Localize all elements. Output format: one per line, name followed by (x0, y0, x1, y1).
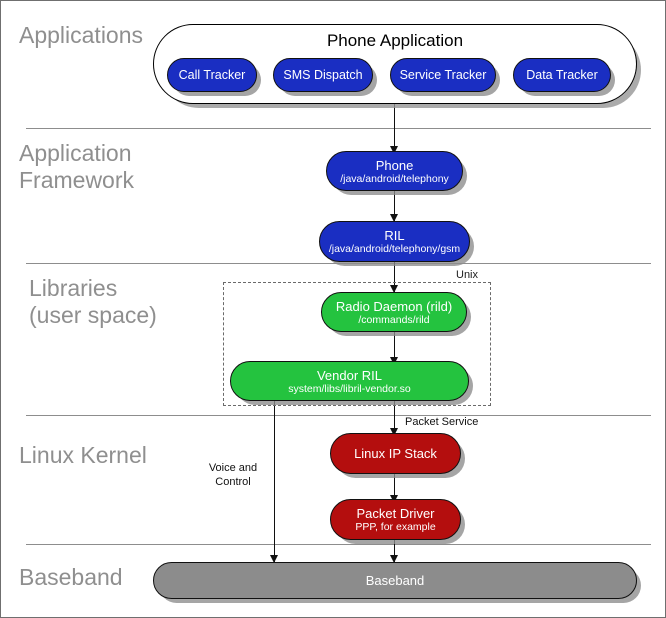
layer-label-applications: Applications (19, 22, 144, 48)
node-radio-daemon[interactable]: Radio Daemon (rild) /commands/rild (321, 292, 467, 332)
app-chip-data-tracker[interactable]: Data Tracker (513, 58, 611, 92)
node-linux-ip-stack-title: Linux IP Stack (354, 446, 437, 461)
node-linux-ip-stack[interactable]: Linux IP Stack (330, 433, 461, 474)
phone-application-title: Phone Application (326, 31, 464, 50)
edge-label-voice-and-control: Voice and Control (208, 462, 258, 488)
edge-label-packet-service: Packet Service (405, 416, 479, 428)
connector-vendorril-to-ipstack (394, 399, 396, 435)
node-radio-daemon-title: Radio Daemon (rild) (335, 298, 453, 314)
connector-ril-to-rild (394, 262, 396, 292)
node-phone-title: Phone (375, 157, 414, 173)
node-vendor-ril[interactable]: Vendor RIL system/libs/libril-vendor.so (230, 361, 469, 401)
node-vendor-ril-title: Vendor RIL (316, 367, 383, 383)
arrowhead-ril (390, 214, 398, 222)
node-phone[interactable]: Phone /java/android/telephony (326, 151, 463, 191)
layer-label-baseband: Baseband (19, 564, 123, 590)
app-chip-service-tracker[interactable]: Service Tracker (390, 58, 496, 92)
connector-phone-to-ril (394, 191, 396, 221)
layer-label-libraries: Libraries (user space) (29, 275, 157, 328)
app-chip-sms-dispatch[interactable]: SMS Dispatch (273, 58, 373, 92)
node-ril[interactable]: RIL /java/android/telephony/gsm (319, 221, 470, 262)
layer-label-application-framework: Application Framework (19, 140, 135, 193)
connector-phoneapp-to-phone (394, 104, 396, 150)
node-ril-title: RIL (384, 228, 405, 243)
arrowhead-baseband-packet (390, 555, 398, 563)
node-packet-driver-subtitle: PPP, for example (355, 521, 436, 533)
app-chip-label: Data Tracker (526, 67, 598, 82)
arrowhead-rild (390, 285, 398, 293)
node-ril-subtitle: /java/android/telephony/gsm (328, 243, 461, 255)
layer-separator-framework (26, 263, 651, 264)
app-chip-label: SMS Dispatch (283, 67, 363, 82)
node-packet-driver-title: Packet Driver (356, 506, 435, 521)
arrowhead-phone (390, 146, 398, 154)
node-packet-driver[interactable]: Packet Driver PPP, for example (330, 499, 461, 540)
app-chip-label: Call Tracker (178, 67, 246, 82)
app-chip-call-tracker[interactable]: Call Tracker (167, 58, 257, 92)
node-radio-daemon-subtitle: /commands/rild (358, 313, 430, 326)
group-unix-label: Unix (456, 269, 479, 281)
node-vendor-ril-subtitle: system/libs/libril-vendor.so (288, 382, 411, 395)
arrowhead-baseband-voice (270, 555, 278, 563)
node-baseband[interactable]: Baseband (153, 562, 637, 599)
node-phone-subtitle: /java/android/telephony (340, 172, 449, 185)
arrowhead-linux-ip-stack (390, 428, 398, 436)
layer-label-linux-kernel: Linux Kernel (19, 442, 147, 468)
layer-separator-applications (26, 128, 651, 129)
node-baseband-title: Baseband (365, 573, 425, 588)
layer-separator-libraries (26, 415, 651, 416)
connector-packetdriver-to-baseband (394, 535, 396, 563)
group-unix (223, 282, 491, 406)
connector-ipstack-to-packetdriver (394, 474, 396, 502)
connector-vendorril-to-baseband-voice (274, 399, 276, 563)
layer-separator-kernel (26, 544, 651, 545)
connector-rild-to-vendor-ril (394, 332, 396, 364)
app-chip-label: Service Tracker (399, 67, 487, 82)
